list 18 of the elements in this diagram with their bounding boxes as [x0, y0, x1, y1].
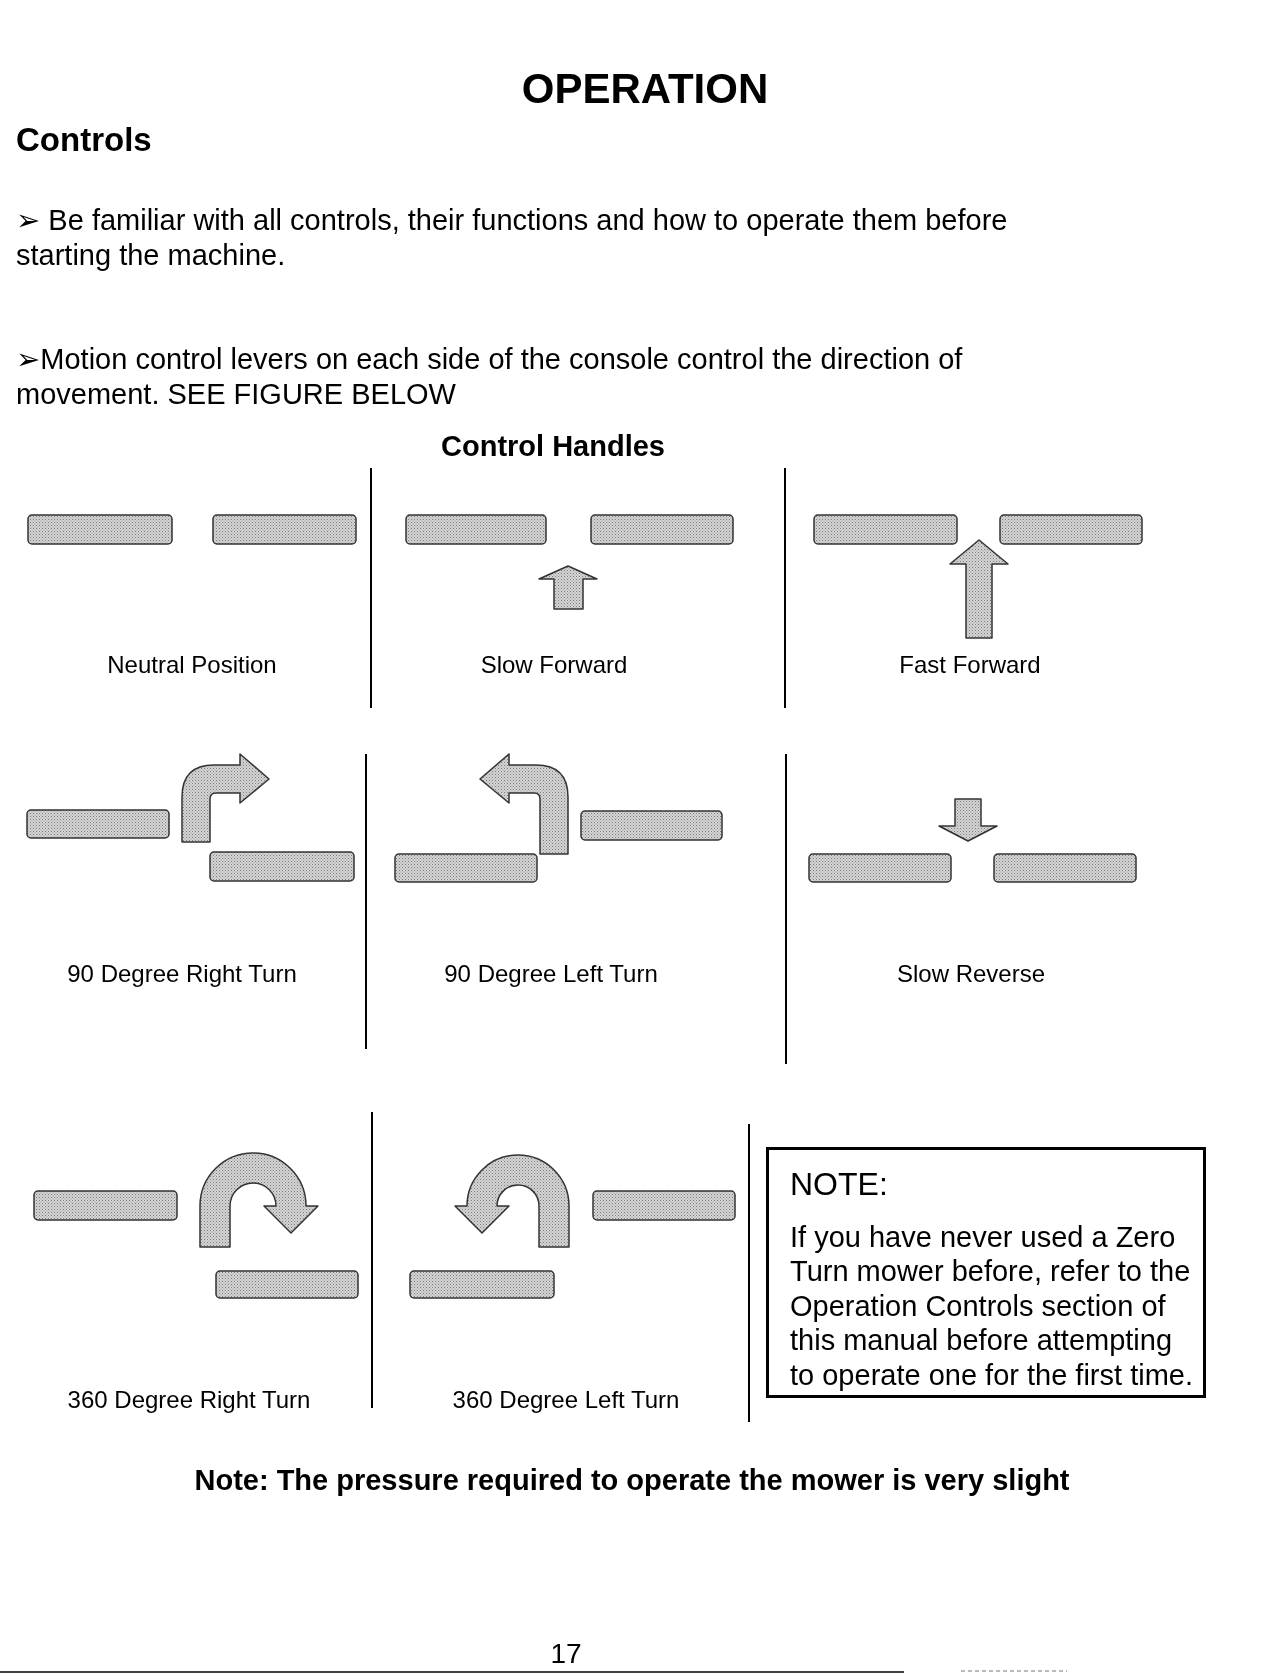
page-number: 17 [550, 1638, 582, 1671]
note-text: If you have never used a Zero Turn mower before, refer to the Operation Controls section of this manual before attempting to operate one for the first time. [790, 1219, 1194, 1393]
figure-caption: Slow Forward [480, 650, 628, 679]
figure-caption: 360 Degree Left Turn [452, 1385, 680, 1414]
figure-caption: 360 Degree Right Turn [67, 1385, 311, 1414]
figure-caption: Slow Reverse [896, 959, 1046, 988]
page-title: OPERATION [521, 65, 769, 114]
note-box [766, 1147, 1206, 1398]
figure-caption: Neutral Position [107, 650, 277, 679]
figure-caption: 90 Degree Left Turn [444, 959, 658, 988]
figure-title: Control Handles [441, 429, 665, 463]
note-heading: NOTE: [790, 1164, 888, 1203]
bullet-paragraph: ➢ Be familiar with all controls, their functions and how to operate them before starting the machine. [16, 203, 1009, 273]
figure-caption: Fast Forward [899, 650, 1041, 679]
section-heading: Controls [16, 120, 152, 159]
bold-note: Note: The pressure required to operate the mower is very slight [194, 1463, 1070, 1497]
figure-caption: 90 Degree Right Turn [67, 959, 297, 988]
bullet-paragraph: ➢Motion control levers on each side of the console control the direction of movement. SEE FIGURE BELOW [16, 342, 964, 412]
